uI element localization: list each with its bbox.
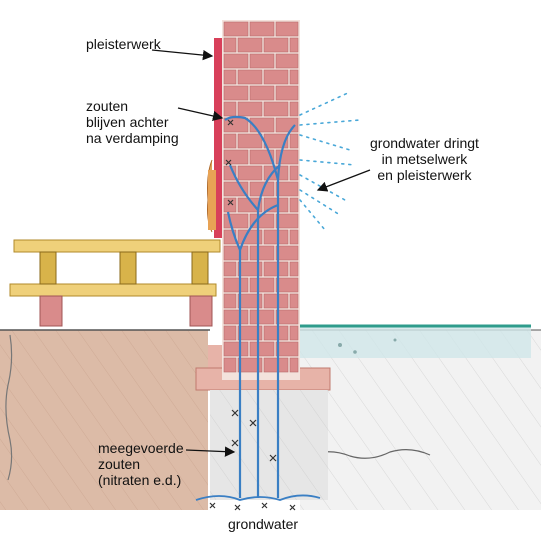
brick: [237, 69, 263, 85]
plaster-layer: [207, 38, 222, 238]
brick: [237, 357, 263, 373]
brick: [289, 133, 299, 149]
brick: [263, 101, 289, 117]
brick: [289, 69, 299, 85]
brick: [237, 261, 263, 277]
brick: [237, 133, 263, 149]
brick: [223, 309, 249, 325]
label-salts-left-line3: na verdamping: [86, 130, 179, 146]
brick-wall: [222, 20, 300, 380]
brick: [289, 165, 299, 181]
brick: [249, 309, 275, 325]
brick: [223, 21, 249, 37]
brick: [249, 53, 275, 69]
brick: [263, 261, 289, 277]
label-carried-line2: zouten: [98, 456, 141, 472]
rising-groundwater: [195, 115, 321, 501]
brick: [249, 85, 275, 101]
brick: [289, 357, 299, 373]
brick: [223, 181, 249, 197]
brick: [249, 245, 275, 261]
brick: [237, 325, 263, 341]
brick: [289, 325, 299, 341]
leader-lines: [151, 49, 371, 457]
brick: [289, 101, 299, 117]
brick: [275, 245, 299, 261]
brick: [237, 165, 263, 181]
brick: [237, 293, 263, 309]
brick: [223, 197, 237, 213]
brick: [275, 85, 299, 101]
surface-water: [296, 324, 531, 358]
brick: [249, 149, 275, 165]
label-groundwater-penetrates: grondwater dringt in metselwerk en pleis…: [370, 135, 479, 183]
label-carried-line3: (nitraten e.d.): [98, 472, 182, 488]
brick: [275, 53, 299, 69]
brick: [249, 341, 275, 357]
brick: [263, 229, 289, 245]
brick: [289, 37, 299, 53]
brick: [263, 37, 289, 53]
brick: [223, 357, 237, 373]
brick: [289, 197, 299, 213]
brick: [263, 293, 289, 309]
wooden-floor: [9, 239, 221, 327]
label-gw-line1: grondwater dringt: [370, 135, 479, 151]
label-salts-left: zouten blijven achter na verdamping: [86, 98, 179, 146]
label-plaster: pleisterwerk: [86, 36, 161, 52]
brick: [223, 101, 237, 117]
brick: [249, 21, 275, 37]
brick: [275, 181, 299, 197]
label-salts-left-line2: blijven achter: [86, 114, 169, 130]
brick: [275, 309, 299, 325]
brick: [223, 37, 237, 53]
brick: [223, 69, 237, 85]
brick: [263, 69, 289, 85]
brick: [223, 261, 237, 277]
brick: [223, 293, 237, 309]
brick: [223, 341, 249, 357]
brick: [249, 277, 275, 293]
brick: [223, 133, 237, 149]
brick: [275, 277, 299, 293]
brick: [275, 341, 299, 357]
brick: [223, 117, 249, 133]
evaporation-droplets: [299, 91, 361, 231]
brick: [223, 53, 249, 69]
brick: [237, 37, 263, 53]
brick: [289, 293, 299, 309]
label-groundwater: grondwater: [228, 516, 299, 532]
brick: [289, 229, 299, 245]
brick: [289, 261, 299, 277]
brick: [263, 357, 289, 373]
salt-marks: [209, 119, 296, 511]
brick: [223, 213, 249, 229]
label-gw-line3: en pleisterwerk: [377, 167, 472, 183]
label-gw-line2: in metselwerk: [381, 151, 468, 167]
brick: [275, 21, 299, 37]
label-salts-left-line1: zouten: [86, 98, 129, 114]
brick: [223, 277, 249, 293]
brick: [223, 85, 249, 101]
label-carried-salts: meegevoerde zouten (nitraten e.d.): [98, 440, 184, 488]
ground-soil: [0, 329, 541, 510]
label-carried-line1: meegevoerde: [98, 440, 184, 456]
brick: [223, 245, 249, 261]
brick: [237, 101, 263, 117]
bricks: [223, 21, 299, 373]
brick: [275, 213, 299, 229]
brick: [223, 325, 237, 341]
brick: [263, 325, 289, 341]
